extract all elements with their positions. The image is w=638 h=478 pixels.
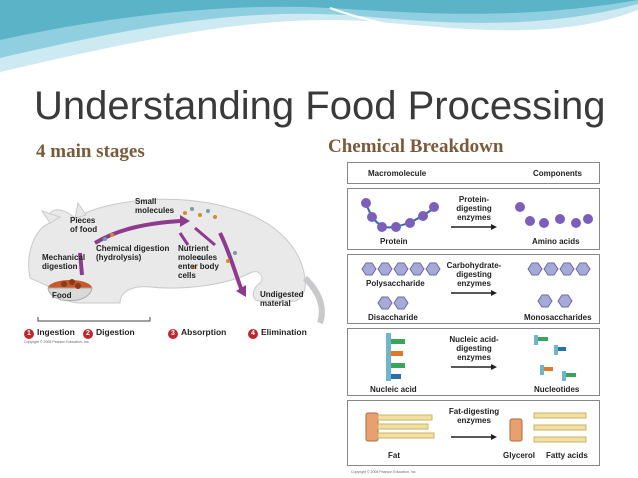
- chemical-breakdown-title: Chemical Breakdown: [328, 136, 504, 157]
- stage-number: 3: [168, 329, 178, 339]
- polysaccharide-label: Polysaccharide: [366, 279, 425, 288]
- slide-title: Understanding Food Processing: [34, 84, 606, 128]
- amino-acids-label: Amino acids: [532, 237, 580, 246]
- fat-molecules: [365, 412, 587, 443]
- header-macromolecule: Macromolecule: [368, 169, 427, 178]
- stage-number: 2: [83, 329, 93, 339]
- fatty-acids-label: Fatty acids: [546, 451, 588, 460]
- stage-number: 1: [24, 329, 34, 339]
- fat-label: Fat: [388, 451, 400, 460]
- nucleic-acid-molecules: [386, 333, 576, 381]
- stage-number: 4: [248, 329, 258, 339]
- slide-subtitle: 4 main stages: [36, 141, 145, 162]
- disaccharide-label: Disaccharide: [368, 313, 418, 322]
- monosaccharides-label: Monosaccharides: [524, 313, 592, 322]
- glycerol-label: Glycerol: [503, 451, 536, 460]
- food-label: Food: [52, 291, 72, 300]
- cat-illustration: [28, 198, 325, 324]
- header-wave: [0, 0, 638, 72]
- carbohydrate-molecules: [361, 262, 591, 310]
- nucleic-acid-label: Nucleic acid: [370, 385, 417, 394]
- nucleotides-label: Nucleotides: [534, 385, 580, 394]
- protein-molecules: [361, 198, 593, 232]
- protein-label: Protein: [380, 237, 408, 246]
- right-copyright: Copyright © 2008 Pearson Education, Inc.: [351, 470, 417, 474]
- left-copyright: Copyright © 2008 Pearson Education, Inc.: [24, 340, 90, 344]
- header-components: Components: [533, 169, 582, 178]
- chemical-digestion-label: Chemical digestion(hydrolysis): [96, 244, 170, 262]
- chemical-breakdown-figure: Macromolecule Components Protein-digesti…: [347, 160, 600, 478]
- table-header: Macromolecule Components: [347, 162, 600, 184]
